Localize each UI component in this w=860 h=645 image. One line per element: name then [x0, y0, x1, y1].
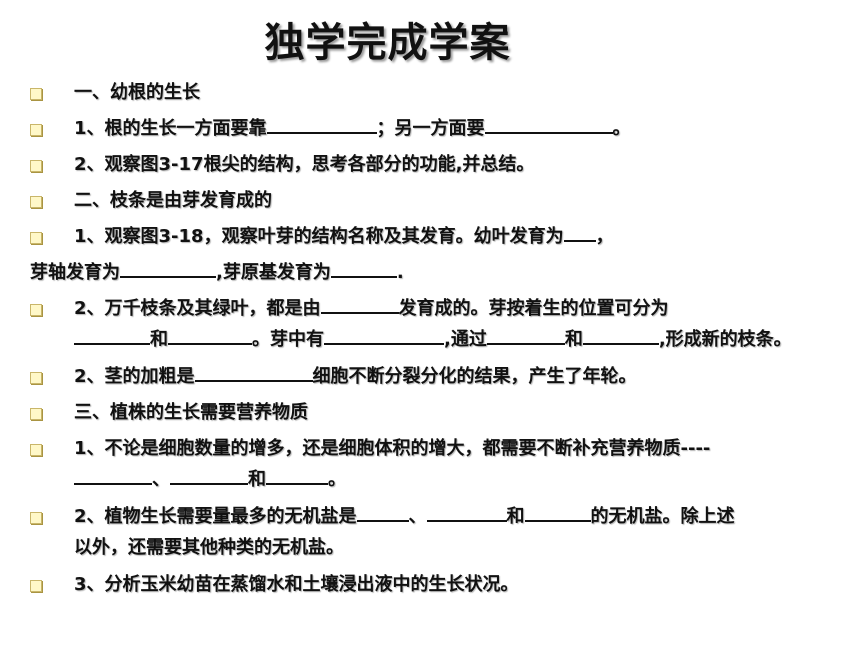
fill-blank[interactable]	[168, 325, 252, 345]
list-text: 1、不论是细胞数量的增多，还是细胞体积的增大，都需要不断补充营养物质----	[74, 438, 711, 459]
fill-blank[interactable]	[74, 465, 152, 485]
square-bullet-icon	[30, 580, 42, 592]
fill-blank[interactable]	[426, 502, 507, 522]
fill-blank[interactable]	[266, 114, 377, 134]
fill-blank[interactable]	[266, 465, 328, 485]
fill-blank[interactable]	[582, 325, 659, 345]
square-bullet-icon	[30, 88, 42, 100]
fill-blank[interactable]	[74, 325, 150, 345]
fill-blank[interactable]	[170, 465, 248, 485]
heading-text: 三、植株的生长需要营养物质	[74, 402, 308, 423]
list-text: 1、根的生长一方面要靠；另一方面要。	[74, 114, 631, 144]
fill-blank[interactable]	[320, 294, 399, 314]
list-text: 1、观察图3-18，观察叶芽的结构名称及其发育。幼叶发育为，	[74, 222, 614, 252]
list-text: 芽轴发育为,芽原基发育为.	[30, 258, 404, 288]
square-bullet-icon	[30, 232, 42, 244]
square-bullet-icon	[30, 304, 42, 316]
square-bullet-icon	[30, 444, 42, 456]
list-text: 2、茎的加粗是细胞不断分裂分化的结果，产生了年轮。	[74, 362, 637, 392]
list-text: 2、观察图3-17根尖的结构，思考各部分的功能,并总结。	[74, 154, 535, 175]
square-bullet-icon	[30, 512, 42, 524]
fill-blank[interactable]	[330, 258, 397, 278]
heading-text: 一、幼根的生长	[74, 82, 200, 103]
fill-blank[interactable]	[486, 325, 565, 345]
list-text: 2、植物生长需要量最多的无机盐是、和的无机盐。除上述	[74, 502, 735, 532]
fill-blank[interactable]	[563, 222, 596, 242]
heading-text: 二、枝条是由芽发育成的	[74, 190, 272, 211]
square-bullet-icon	[30, 372, 42, 384]
square-bullet-icon	[30, 196, 42, 208]
fill-blank[interactable]	[324, 325, 444, 345]
square-bullet-icon	[30, 160, 42, 172]
fill-blank[interactable]	[484, 114, 613, 134]
square-bullet-icon	[30, 408, 42, 420]
list-text: 、和。	[74, 465, 346, 495]
list-text: 3、分析玉米幼苗在蒸馏水和土壤浸出液中的生长状况。	[74, 574, 519, 595]
fill-blank[interactable]	[194, 362, 313, 382]
fill-blank[interactable]	[356, 502, 409, 522]
fill-blank[interactable]	[120, 258, 216, 278]
list-text: 和。芽中有,通过和,形成新的枝条。	[74, 325, 792, 355]
list-text: 2、万千枝条及其绿叶，都是由发育成的。芽按着生的位置可分为	[74, 294, 669, 324]
list-text: 以外，还需要其他种类的无机盐。	[74, 537, 344, 558]
fill-blank[interactable]	[524, 502, 591, 522]
square-bullet-icon	[30, 124, 42, 136]
page-title: 独学完成学案	[264, 20, 511, 66]
